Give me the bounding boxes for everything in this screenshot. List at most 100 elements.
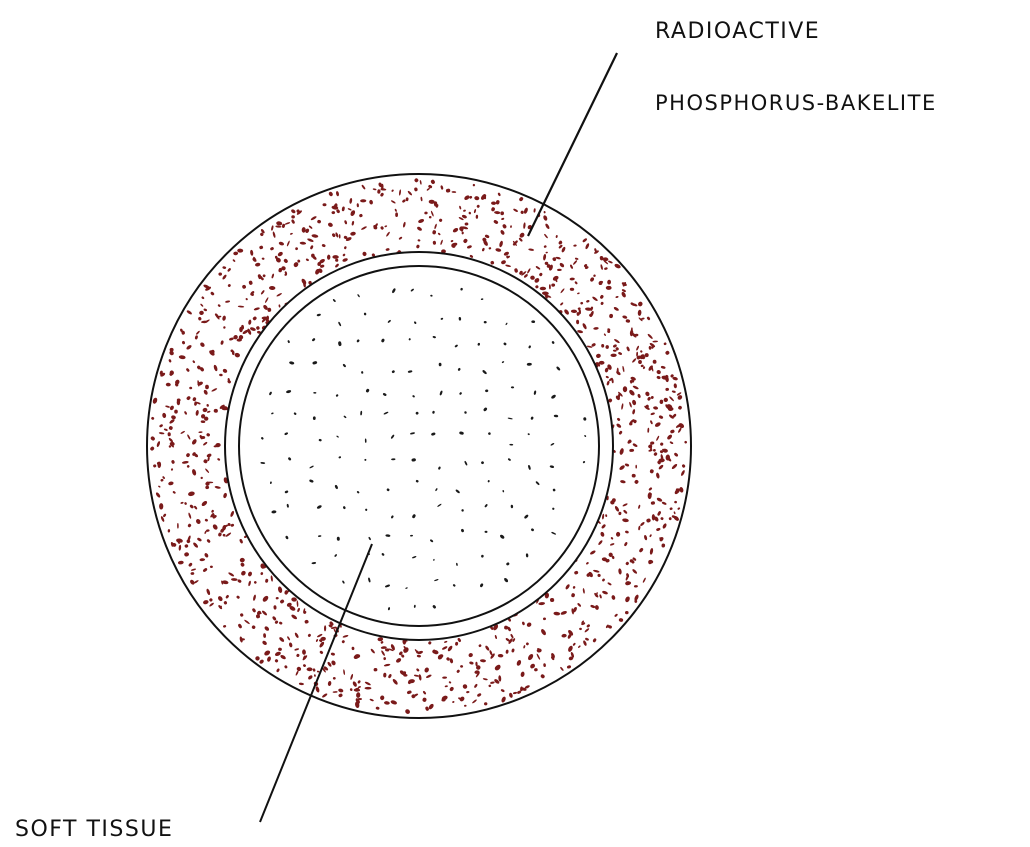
radioactive-speckle — [222, 274, 228, 280]
radioactive-speckle — [277, 251, 284, 257]
radioactive-speckle — [237, 623, 242, 629]
radioactive-speckle — [260, 290, 265, 295]
radioactive-speckle — [206, 588, 211, 595]
radioactive-speckle — [296, 666, 302, 671]
radioactive-speckle — [543, 215, 549, 222]
radioactive-speckle — [582, 640, 587, 646]
radioactive-speckle — [474, 196, 480, 201]
radioactive-speckle — [577, 602, 582, 607]
radioactive-speckle — [574, 281, 578, 285]
radioactive-speckle — [543, 254, 547, 261]
radioactive-speckle — [654, 421, 661, 427]
radioactive-speckle — [217, 458, 221, 462]
radioactive-speckle — [446, 188, 451, 192]
radioactive-speckle — [535, 285, 539, 289]
radioactive-speckle — [625, 319, 630, 323]
radioactive-speckle — [592, 638, 597, 643]
radioactive-speckle — [542, 291, 549, 295]
radioactive-speckle — [414, 178, 419, 183]
radioactive-speckle — [545, 252, 548, 254]
radioactive-speckle — [307, 667, 313, 671]
radioactive-speckle — [239, 538, 244, 544]
radioactive-speckle — [335, 259, 338, 262]
radioactive-speckle — [656, 472, 661, 479]
radioactive-speckle — [605, 345, 609, 349]
radioactive-speckle — [256, 326, 261, 331]
radioactive-speckle — [270, 575, 273, 582]
radioactive-speckle — [214, 409, 218, 413]
radioactive-speckle — [336, 191, 340, 197]
radioactive-speckle — [299, 682, 304, 685]
radioactive-speckle — [530, 275, 535, 280]
radioactive-speckle — [631, 474, 635, 478]
radioactive-speckle — [159, 424, 164, 428]
radioactive-speckle — [516, 659, 522, 666]
radioactive-speckle — [650, 441, 655, 445]
radioactive-speckle — [331, 652, 336, 656]
radioactive-speckle — [631, 399, 636, 405]
radioactive-speckle — [179, 355, 186, 360]
radioactive-speckle — [319, 641, 325, 648]
radioactive-speckle — [205, 385, 209, 390]
radioactive-speckle — [589, 550, 596, 556]
radioactive-speckle — [558, 244, 563, 249]
radioactive-speckle — [606, 380, 610, 385]
radioactive-speckle — [297, 259, 301, 263]
radioactive-speckle — [434, 223, 437, 229]
radioactive-speckle — [605, 376, 609, 379]
radioactive-speckle — [669, 441, 673, 445]
tissue-wall-circle — [239, 266, 599, 626]
radioactive-speckle — [504, 625, 509, 629]
radioactive-speckle — [574, 570, 579, 575]
radioactive-speckle — [500, 229, 506, 235]
radioactive-speckle — [523, 222, 526, 229]
radioactive-speckle — [279, 599, 284, 604]
radioactive-speckle — [658, 415, 663, 420]
radioactive-speckle — [194, 401, 198, 406]
radioactive-speckle — [218, 532, 222, 537]
radioactive-speckle — [399, 189, 402, 195]
radioactive-speckle — [621, 291, 627, 298]
radioactive-speckle — [632, 385, 639, 390]
radioactive-speckle — [380, 695, 385, 700]
radioactive-speckle — [263, 633, 266, 638]
radioactive-speckle — [186, 395, 191, 400]
radioactive-speckle — [189, 504, 194, 509]
radioactive-speckle — [169, 418, 176, 424]
radioactive-speckle — [384, 225, 387, 227]
radioactive-speckle — [227, 268, 232, 273]
radioactive-speckle — [166, 383, 171, 387]
radioactive-speckle — [269, 286, 276, 290]
radioactive-speckle — [170, 348, 174, 352]
radioactive-speckle — [380, 192, 385, 197]
radioactive-speckle — [205, 468, 210, 473]
radioactive-speckle — [432, 230, 437, 235]
radioactive-speckle — [350, 231, 356, 236]
radioactive-speckle — [315, 686, 320, 693]
radioactive-speckle — [184, 544, 189, 549]
radioactive-speckle — [520, 671, 525, 677]
radioactive-speckle — [578, 645, 581, 648]
radioactive-speckle — [376, 706, 380, 709]
radioactive-speckle — [210, 565, 213, 568]
radioactive-speckle — [476, 204, 480, 208]
radioactive-speckle — [544, 234, 549, 239]
radioactive-speckle — [327, 222, 333, 228]
radioactive-speckle — [560, 666, 564, 671]
radioactive-speckle — [602, 590, 609, 595]
radioactive-speckle — [335, 263, 340, 268]
radioactive-speckle — [623, 509, 628, 514]
radioactive-speckle — [295, 247, 298, 250]
radioactive-speckle — [520, 210, 524, 214]
radioactive-speckle — [248, 280, 253, 285]
radioactive-speckle — [203, 459, 208, 464]
radioactive-speckle — [264, 626, 270, 632]
radioactive-speckle — [356, 692, 361, 698]
radioactive-speckle — [248, 319, 252, 325]
radioactive-speckle — [201, 500, 208, 507]
radioactive-speckle — [165, 405, 170, 408]
radioactive-speckle — [307, 633, 311, 637]
soft-tissue-label: SOFT TISSUE — [15, 817, 173, 842]
radioactive-speckle — [677, 405, 682, 410]
radioactive-speckle — [669, 507, 673, 510]
